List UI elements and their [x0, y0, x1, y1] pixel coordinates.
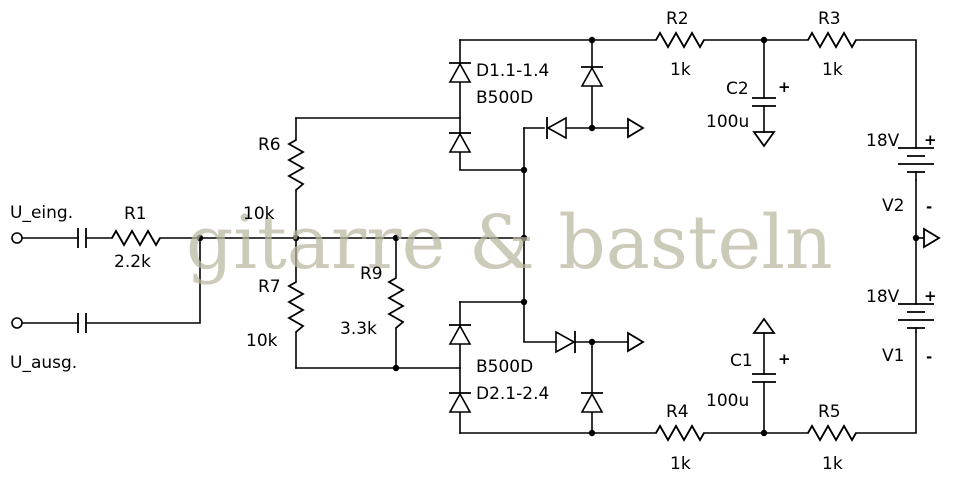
label-c1-value: 100u	[706, 391, 749, 411]
label-r2: R2	[666, 9, 689, 29]
label-r1: R1	[124, 204, 147, 224]
resistor-r4	[655, 424, 705, 442]
capacitor-c1	[752, 373, 776, 383]
output-coupling-capacitor	[77, 313, 87, 333]
junction-dot	[392, 364, 400, 372]
label-r7: R7	[258, 277, 281, 297]
label-v2-value: 18V	[866, 131, 900, 151]
battery-v2	[898, 147, 934, 181]
label-c1: C1	[730, 351, 753, 371]
diode-lower-horizontal	[555, 330, 576, 354]
resistor-r9	[387, 277, 405, 329]
diode-d2-lower	[448, 392, 472, 413]
resistor-r6	[287, 139, 305, 191]
label-r4-value: 1k	[670, 454, 691, 474]
junction-dot	[588, 338, 596, 346]
label-v2-minus: -	[926, 198, 932, 216]
resistor-r7	[287, 281, 305, 333]
label-r1-value: 2.2k	[114, 252, 151, 272]
capacitor-c2	[752, 97, 776, 107]
ground-arrow-upper	[627, 117, 645, 139]
label-r7-value: 10k	[246, 331, 278, 351]
resistor-r5	[807, 424, 857, 442]
junction-dot	[588, 36, 596, 44]
label-d2: D2.1-2.4	[476, 384, 549, 404]
ground-arrow-lower	[627, 331, 645, 353]
label-r5-value: 1k	[822, 454, 843, 474]
label-v1-minus: -	[926, 348, 932, 366]
label-d2-type: B500D	[476, 357, 533, 377]
label-c2-value: 100u	[706, 112, 749, 132]
junction-dot	[520, 298, 528, 306]
label-r6: R6	[258, 135, 281, 155]
junction-dot	[912, 234, 920, 242]
label-c1-plus: +	[778, 350, 791, 368]
ground-arrow-c2	[752, 131, 776, 148]
label-v1: V1	[882, 346, 904, 366]
junctions	[196, 36, 920, 437]
label-r6-value: 10k	[243, 204, 275, 224]
resistor-r2	[655, 31, 705, 49]
label-d1: D1.1-1.4	[476, 61, 549, 81]
junction-dot	[588, 124, 596, 132]
label-c2-plus: +	[778, 78, 791, 96]
junction-dot	[196, 234, 204, 242]
label-v2-plus: +	[924, 131, 937, 149]
supply-arrow-c1	[752, 317, 776, 334]
junction-dot	[588, 429, 596, 437]
label-r5: R5	[818, 402, 841, 422]
junction-dot	[520, 166, 528, 174]
input-coupling-capacitor	[77, 228, 87, 248]
label-v2: V2	[882, 196, 904, 216]
junction-dot	[392, 234, 400, 242]
battery-v1	[898, 303, 934, 333]
diode-d1-upper	[448, 62, 472, 83]
diode-d1-lower	[448, 132, 472, 153]
label-r4: R4	[666, 402, 689, 422]
label-v1-plus: +	[924, 287, 937, 305]
label-v1-value: 18V	[866, 287, 900, 307]
diode-upper-right	[580, 66, 604, 87]
junction-dot	[520, 234, 528, 242]
label-u-ausg: U_ausg.	[10, 353, 77, 373]
diode-lower-right	[580, 392, 604, 413]
label-r3-value: 1k	[822, 60, 843, 80]
label-c2: C2	[726, 79, 749, 99]
resistor-r1	[111, 229, 161, 247]
input-terminal[interactable]	[11, 232, 23, 244]
ground-arrow-battery	[923, 227, 941, 249]
junction-dot	[760, 36, 768, 44]
resistor-r3	[807, 31, 857, 49]
label-r2-value: 1k	[670, 60, 691, 80]
label-r9-value: 3.3k	[340, 319, 377, 339]
output-terminal[interactable]	[11, 317, 23, 329]
label-d1-type: B500D	[476, 88, 533, 108]
junction-dot	[760, 429, 768, 437]
watermark: gitarre & basteln	[186, 200, 833, 286]
diode-upper-horizontal	[546, 116, 567, 140]
label-r9: R9	[360, 264, 383, 284]
label-r3: R3	[818, 9, 841, 29]
wires	[21, 39, 925, 434]
diode-d2-upper	[448, 324, 472, 345]
junction-dot	[292, 234, 300, 242]
label-u-eing: U_eing.	[10, 203, 73, 223]
